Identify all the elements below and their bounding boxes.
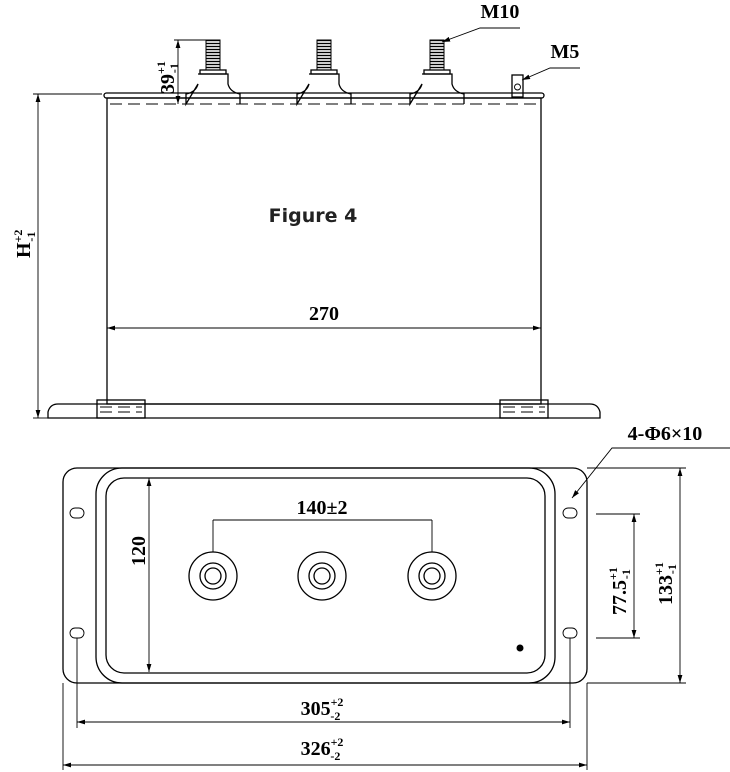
mount-slot	[562, 507, 578, 519]
mount-slot	[562, 627, 578, 639]
terminal-top-3	[407, 551, 457, 601]
figure-title: Figure 4	[269, 205, 358, 227]
top-view: 120 140±2 4-Φ6×10 77.5+1-1 133+1-1 305+2…	[62, 423, 730, 770]
mount-slot	[69, 627, 85, 639]
mount-foot-left	[96, 399, 146, 419]
mount-slot	[69, 507, 85, 519]
terminal-1	[185, 39, 241, 107]
hole-spacing-width-dimension: 305+2-2	[301, 695, 344, 723]
hole-spacing-depth-dimension: 77.5+1-1	[606, 567, 633, 615]
height-dimension: H+2-1	[11, 230, 38, 258]
top-rim	[103, 92, 545, 99]
depth-dimension: 120	[128, 536, 150, 566]
body-inner-outline	[105, 477, 546, 674]
side-view: H+2-1 39+1-1 270 Figure 4 M10 M5	[11, 1, 601, 419]
terminal-3	[409, 39, 465, 107]
base-plate	[47, 403, 601, 419]
mount-foot-right	[499, 399, 549, 419]
terminal-height-dimension: 39+1-1	[154, 61, 181, 94]
terminal-top-1	[188, 551, 238, 601]
ground-point	[516, 644, 524, 652]
capacitor-body	[106, 97, 542, 405]
terminal-top-2	[297, 551, 347, 601]
overall-depth-dimension: 133+1-1	[652, 562, 679, 605]
ground-lug	[511, 74, 524, 98]
ground-thread-label: M5	[551, 41, 580, 63]
width-dimension: 270	[309, 303, 339, 325]
terminal-thread-label: M10	[481, 1, 520, 23]
terminal-spacing-dimension: 140±2	[297, 497, 348, 519]
terminal-2	[296, 39, 352, 107]
mount-holes-label: 4-Φ6×10	[628, 423, 703, 445]
body-outline	[95, 467, 556, 684]
overall-width-dimension: 326+2-2	[301, 735, 344, 763]
